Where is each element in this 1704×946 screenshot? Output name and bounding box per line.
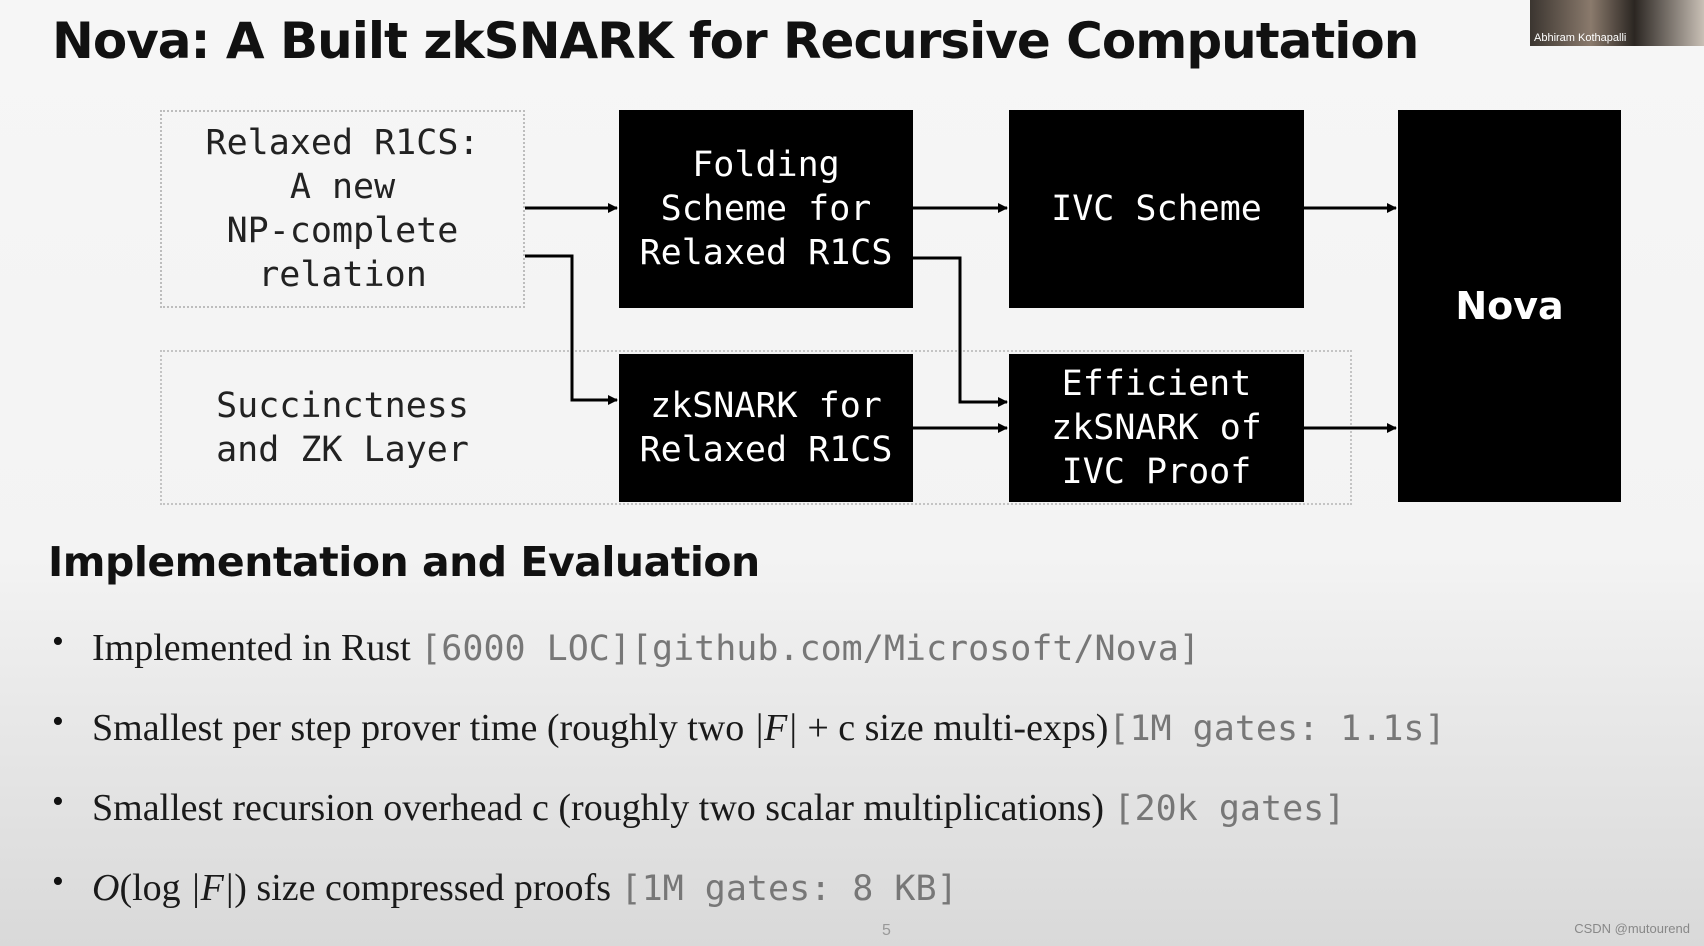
bullet-implementation: Implemented in Rust [6000 LOC][github.co… xyxy=(52,612,1446,698)
bullet-proof-size: O(log |F|) size compressed proofs [1M ga… xyxy=(52,852,1446,938)
page-number: 5 xyxy=(882,922,891,939)
efficient-zksnark-box: Efficient zkSNARK of IVC Proof xyxy=(1009,354,1304,502)
ivc-scheme-label: IVC Scheme xyxy=(1051,189,1262,229)
math-big-o: O xyxy=(92,867,120,909)
nova-box: Nova xyxy=(1398,110,1621,502)
slide-title: Nova: A Built zkSNARK for Recursive Comp… xyxy=(52,12,1419,70)
arrow-relaxed-to-zksnark xyxy=(525,254,618,405)
zksnark-relaxed-box: zkSNARK for Relaxed R1CS xyxy=(619,354,913,502)
webcam-name-label: Abhiram Kothapalli xyxy=(1534,32,1627,44)
folding-scheme-box: Folding Scheme for Relaxed R1CS xyxy=(619,110,913,308)
ivc-scheme-box: IVC Scheme xyxy=(1009,110,1304,308)
efficient-zksnark-label: Efficient zkSNARK of IVC Proof xyxy=(1051,364,1262,492)
zksnark-relaxed-label: zkSNARK for Relaxed R1CS xyxy=(639,386,893,470)
folding-scheme-label: Folding Scheme for Relaxed R1CS xyxy=(639,145,893,273)
succinctness-label-box: Succinctness and ZK Layer xyxy=(162,352,523,503)
proof-size-reference: [1M gates: 8 KB] xyxy=(620,869,958,909)
section-title: Implementation and Evaluation xyxy=(48,538,760,586)
math-f-size-log: |F| xyxy=(190,867,235,909)
succinctness-label: Succinctness and ZK Layer xyxy=(216,385,469,470)
arrow-folding-to-efficient xyxy=(913,256,1008,407)
bullet-recursion-overhead: Smallest recursion overhead c (roughly t… xyxy=(52,772,1446,858)
loc-reference: [6000 LOC][github.com/Microsoft/Nova] xyxy=(420,629,1200,669)
evaluation-bullet-list: Implemented in Rust [6000 LOC][github.co… xyxy=(52,612,1446,938)
relaxed-r1cs-box: Relaxed R1CS: A new NP-complete relation xyxy=(160,110,525,308)
prover-time-reference: [1M gates: 1.1s] xyxy=(1108,709,1446,749)
overhead-reference: [20k gates] xyxy=(1113,789,1346,829)
nova-label: Nova xyxy=(1455,284,1564,328)
webcam-thumbnail: Abhiram Kothapalli xyxy=(1530,0,1704,46)
bullet-prover-time: Smallest per step prover time (roughly t… xyxy=(52,692,1446,778)
relaxed-r1cs-label: Relaxed R1CS: A new NP-complete relation xyxy=(205,123,480,295)
watermark: CSDN @mutourend xyxy=(1574,921,1690,936)
math-f-size: |F| xyxy=(753,707,798,749)
